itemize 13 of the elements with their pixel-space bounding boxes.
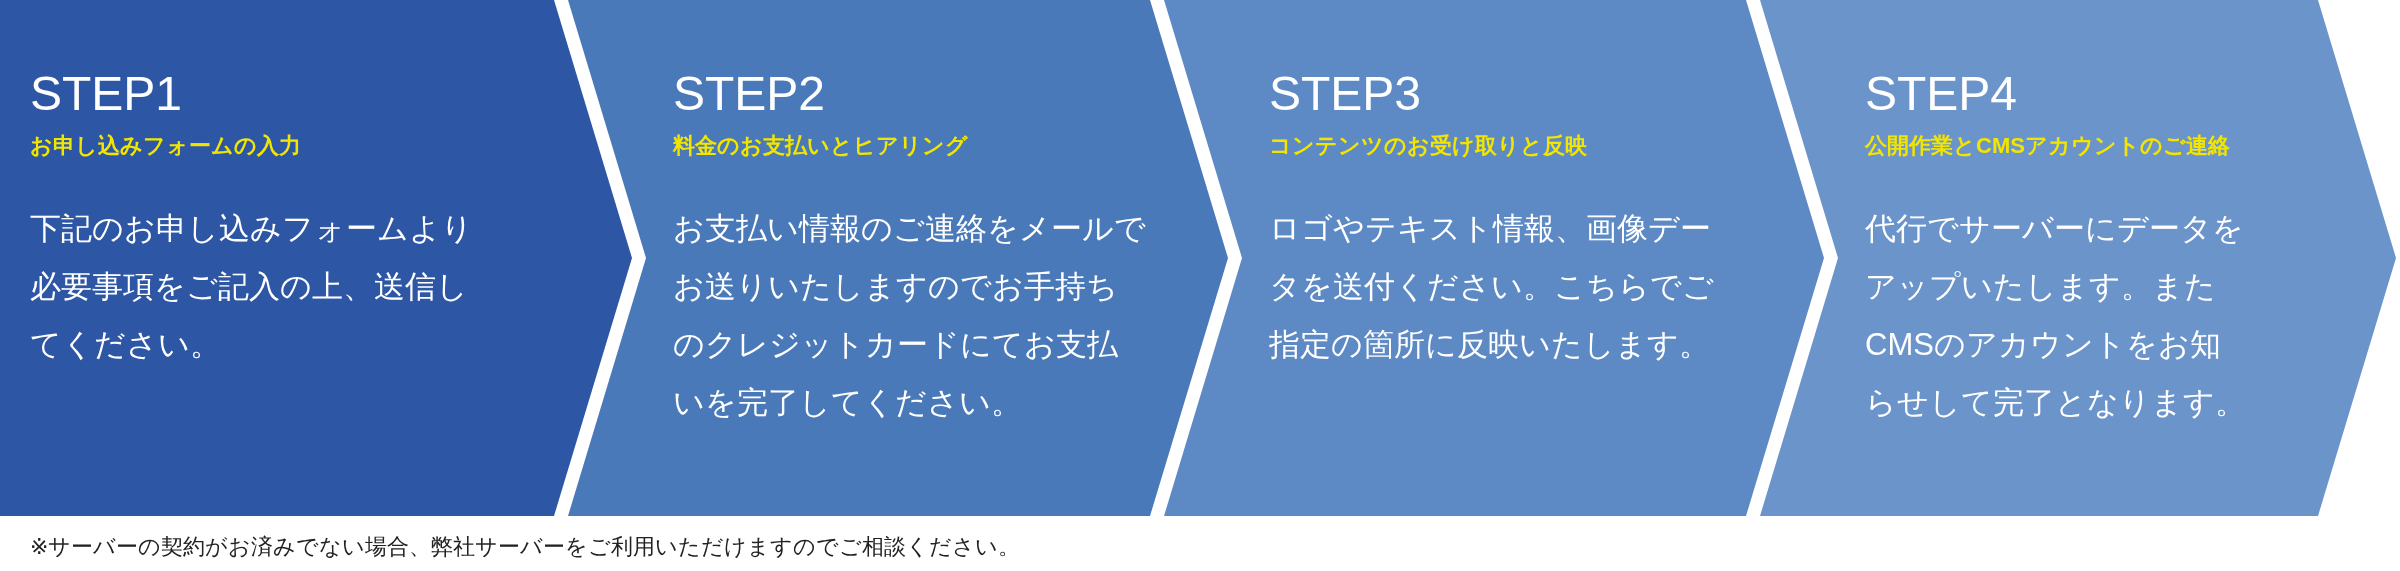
step-number: STEP1 — [30, 68, 183, 120]
step-number: STEP4 — [1865, 68, 2018, 120]
step-title: 公開作業とCMSアカウントのご連絡 — [1865, 132, 2230, 160]
step-number: STEP3 — [1269, 68, 1422, 120]
footnote: ※サーバーの契約がお済みでない場合、弊社サーバーをご利用いただけますのでご相談ください。 — [30, 533, 1021, 561]
step-description: 代行でサーバーにデータをアップいたします。またCMSのアカウントをお知らせして完了となります。 — [1865, 210, 2247, 422]
step-description: お支払い情報のご連絡をメールでお送りいたしますのでお手持ちのクレジットカードにてお支払いを完了してください。 — [673, 210, 1147, 422]
step-description: ロゴやテキスト情報、画像データを送付ください。こちらでご指定の箇所に反映いたします。 — [1269, 210, 1714, 364]
step-title: 料金のお支払いとヒアリング — [673, 132, 968, 160]
step-description: 下記のお申し込みフォームより必要事項をご記入の上、送信してください。 — [30, 210, 474, 364]
step-title: コンテンツのお受け取りと反映 — [1269, 132, 1587, 160]
step-number: STEP2 — [673, 68, 826, 120]
step-title: お申し込みフォームの入力 — [30, 132, 301, 160]
